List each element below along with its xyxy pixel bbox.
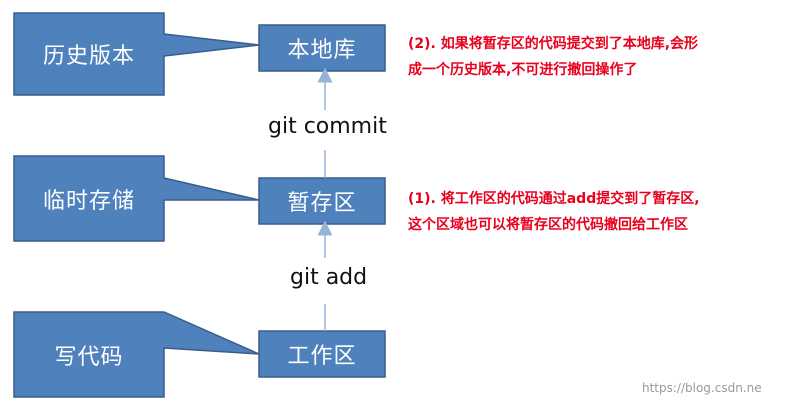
workspace-label: 工作区 [287,344,357,369]
repository-label: 本地库 [287,38,357,63]
callout-history-label: 历史版本 [42,44,135,69]
callout-temp-store-shape [13,155,260,242]
git-add-label: git add [290,265,368,290]
workspace-box-shape [258,330,386,378]
add-note: (1). 将工作区的代码通过add提交到了暂存区, 这个区域也可以将暂存区的代码… [408,186,780,238]
callout-write-code-label: 写代码 [54,344,124,370]
git-commit-label: git commit [268,114,387,139]
add-note-line1: (1). 将工作区的代码通过add提交到了暂存区, [408,191,700,207]
commit-note: (2). 如果将暂存区的代码提交到了本地库,会形 成一个历史版本,不可进行撤回操… [408,31,780,83]
staging-label: 暂存区 [287,191,357,216]
add-note-line2: 这个区域也可以将暂存区的代码撤回给工作区 [408,217,688,233]
staging-box-shape [258,177,386,225]
callout-write-code-shape [13,311,260,398]
callout-temp-store-label: 临时存储 [42,188,135,214]
commit-note-line2: 成一个历史版本,不可进行撤回操作了 [408,62,638,78]
repository-box-shape [258,24,386,72]
commit-note-line1: (2). 如果将暂存区的代码提交到了本地库,会形 [408,36,699,52]
callout-history-shape [13,12,260,96]
watermark: https://blog.csdn.ne [642,381,762,395]
